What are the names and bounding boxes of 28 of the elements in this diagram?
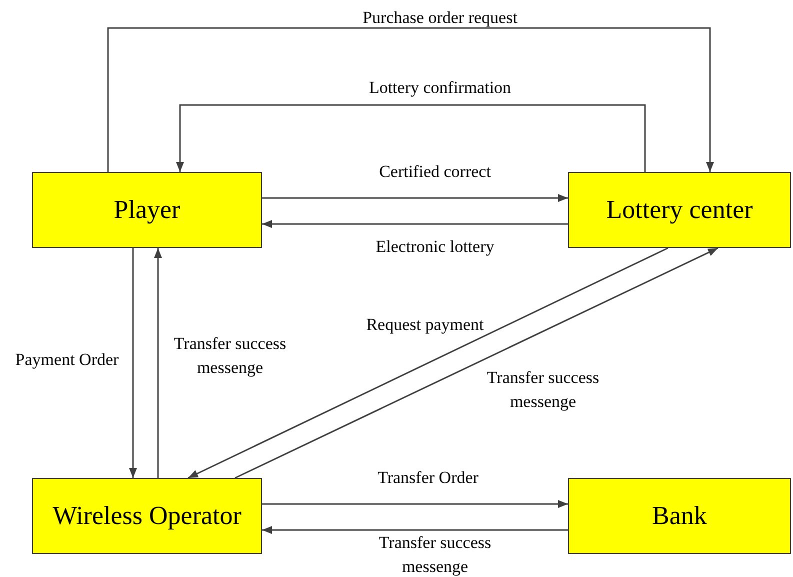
edge-label: Lottery confirmation (368, 77, 512, 100)
arrow (234, 247, 718, 479)
arrow (107, 27, 714, 172)
edge-label: Purchase order request (362, 7, 518, 30)
edge-label: Transfer Order (378, 467, 478, 490)
edge-label: Transfer success messenge (486, 367, 600, 413)
process-box (568, 478, 791, 554)
node-label: Bank (652, 501, 707, 531)
process-box (568, 172, 791, 248)
arrow (262, 194, 568, 202)
arrow (129, 248, 137, 478)
edge-label: Payment Order (15, 349, 119, 372)
arrow (262, 526, 568, 534)
edge-label: Certified correct (379, 161, 491, 184)
arrow (188, 247, 668, 479)
node-label: Wireless Operator (52, 501, 242, 531)
process-box (32, 478, 262, 554)
edge-label: Transfer success messenge (172, 333, 288, 379)
node-label: Lottery center (606, 195, 753, 225)
edge-label: Electronic lottery (376, 236, 494, 258)
edge-label: Transfer success messenge (378, 532, 492, 577)
node-label: Player (114, 195, 180, 225)
arrow (262, 500, 568, 508)
arrow (262, 220, 568, 228)
arrow (154, 248, 162, 478)
arrow (176, 104, 646, 172)
edge-label: Request payment (366, 314, 484, 336)
process-box (32, 172, 262, 248)
